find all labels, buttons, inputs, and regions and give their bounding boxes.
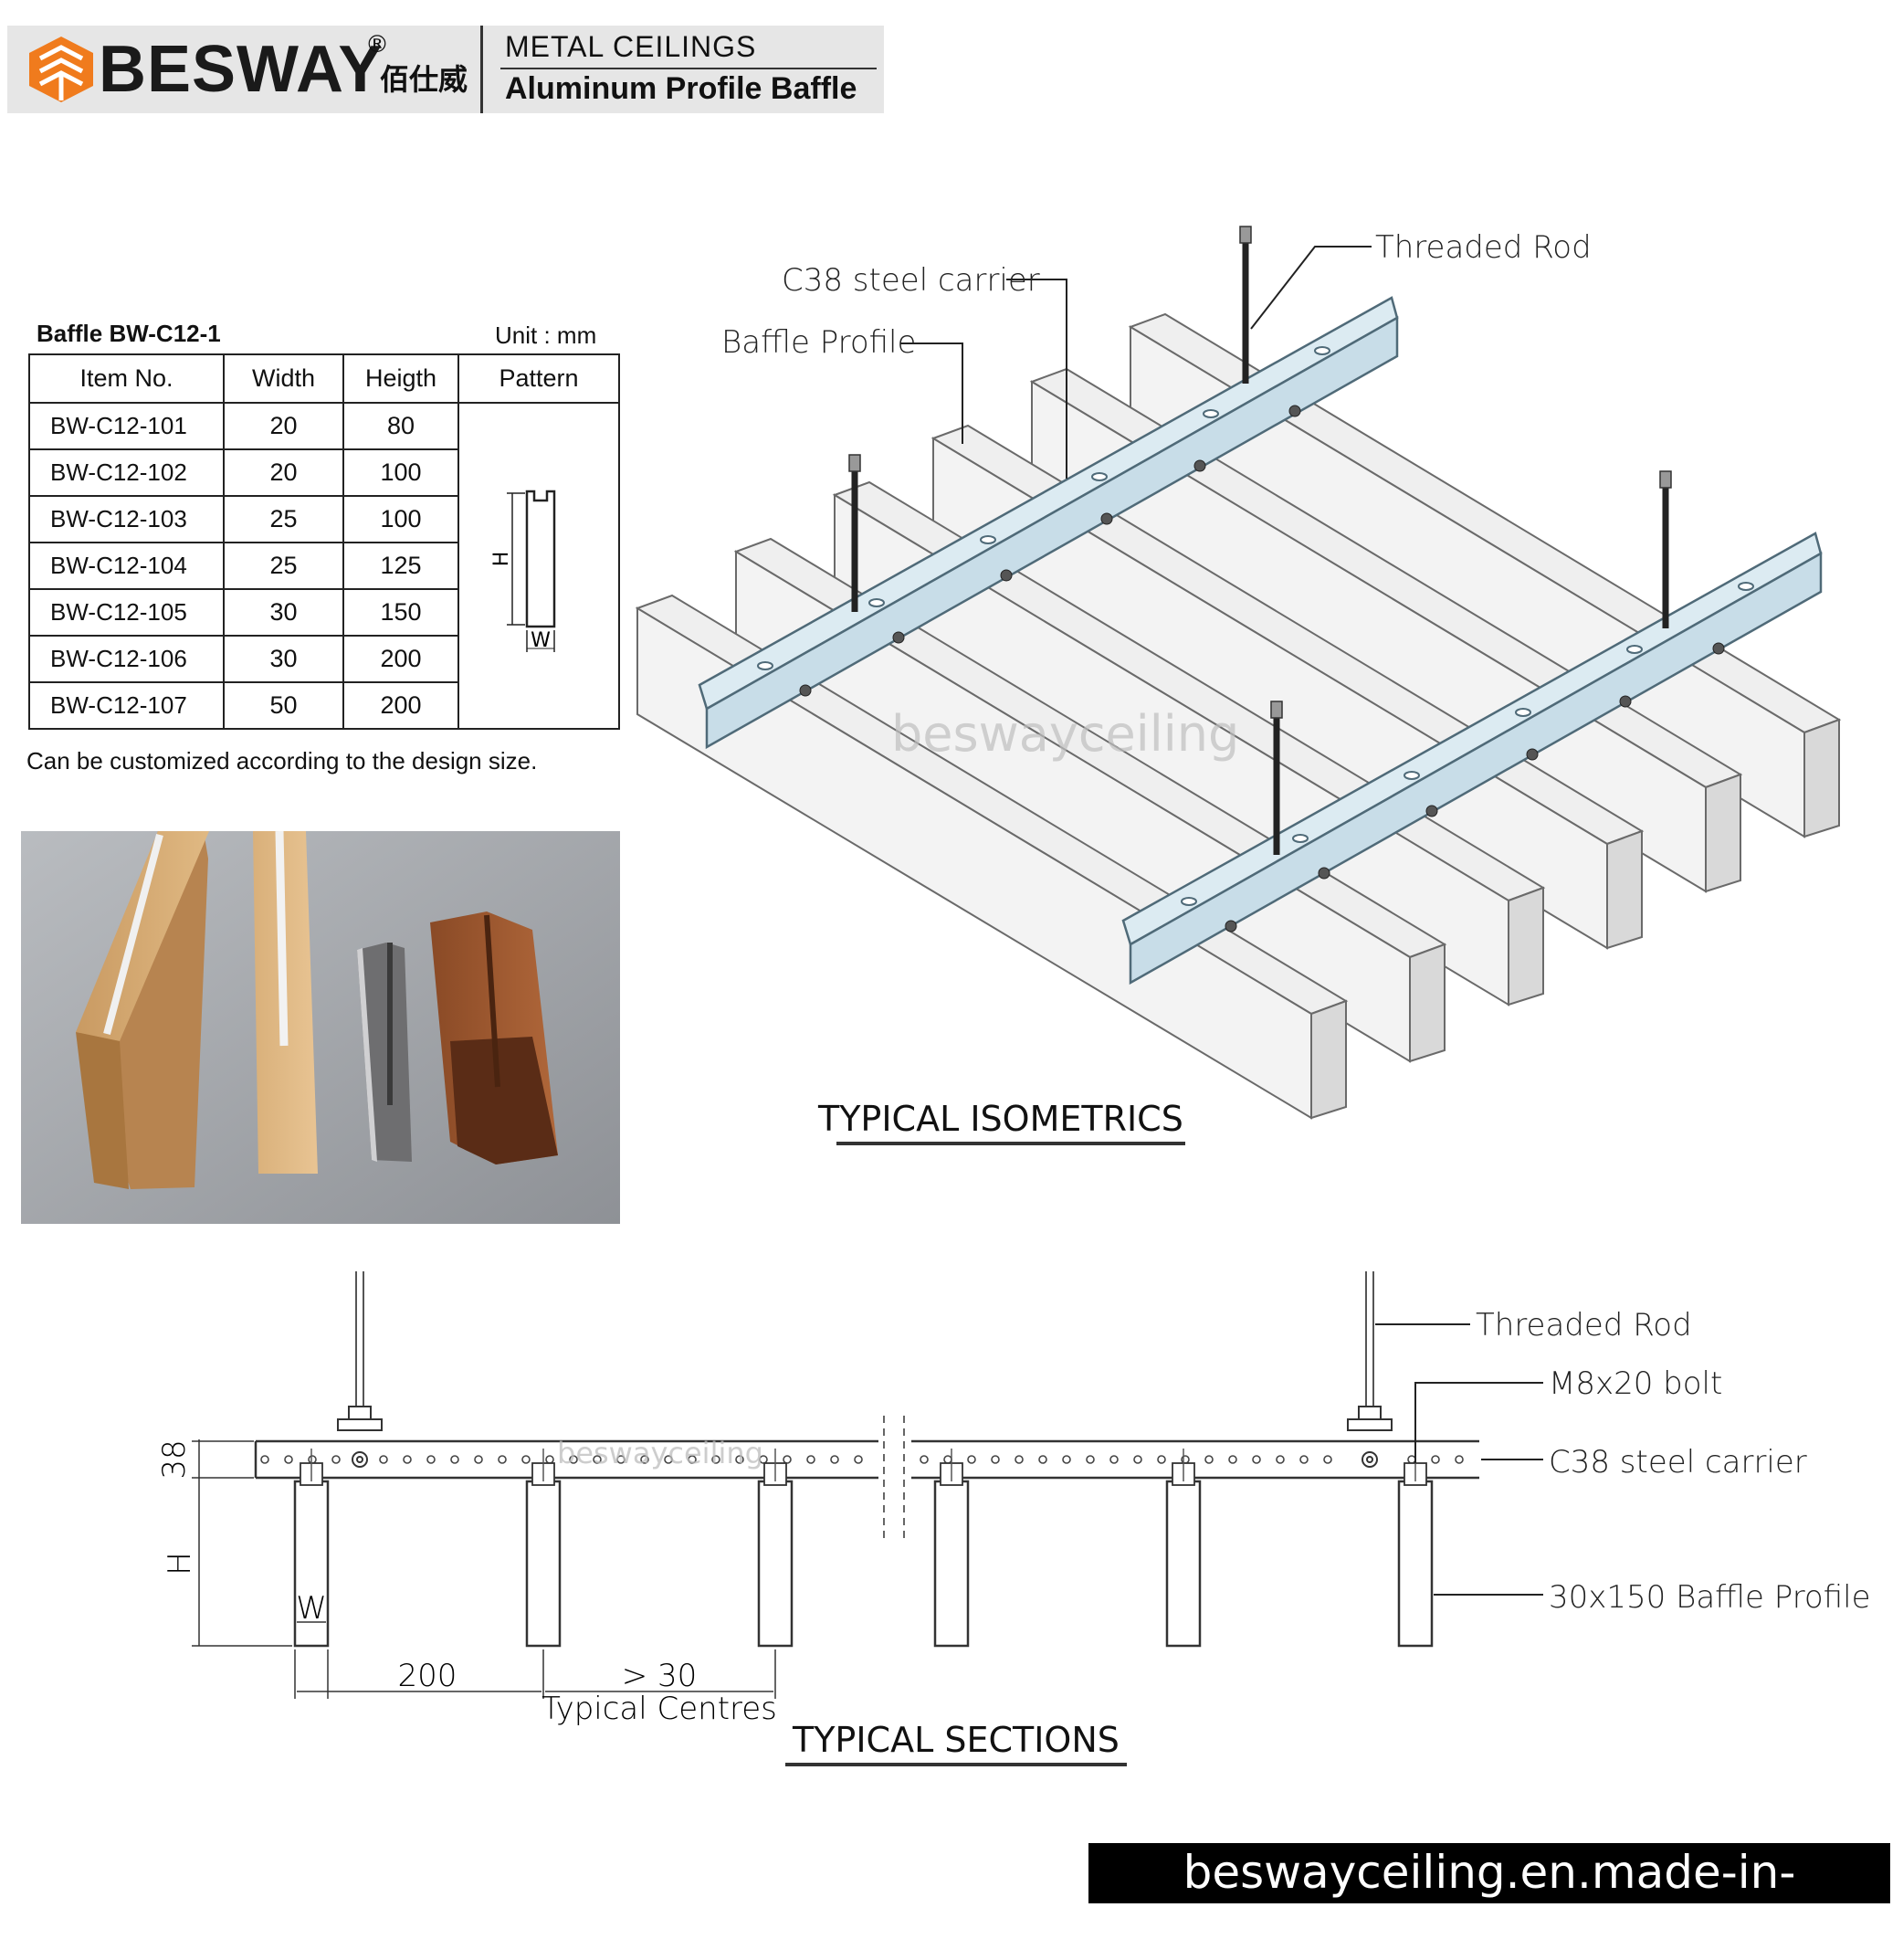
footer-website: beswayceiling.en.made-in-china.com [1183, 1846, 1796, 1957]
width-cell: 30 [223, 588, 344, 637]
height-cell: 125 [342, 542, 459, 590]
pattern-h-label: H [490, 552, 513, 567]
table-unit: Unit : mm [495, 321, 597, 349]
registered-mark: ® [365, 31, 389, 58]
footer-banner: beswayceiling.en.made-in-china.com [1088, 1843, 1890, 1957]
item-cell: BW-C12-101 [28, 402, 225, 450]
height-cell: 200 [342, 635, 459, 683]
pattern-cell: H W [457, 402, 620, 730]
section-heading: TYPICAL SECTIONS [792, 1720, 1120, 1760]
height-cell: 100 [342, 495, 459, 543]
item-cell: BW-C12-107 [28, 681, 225, 730]
width-cell: 25 [223, 542, 344, 590]
carrier-label: C38 steel carrier [782, 262, 1040, 299]
dimension-200-label: 200 [398, 1658, 457, 1694]
spec-table: Item No. Width Heigth Pattern BW-C12-101… [28, 353, 620, 730]
item-cell: BW-C12-104 [28, 542, 225, 590]
width-cell: 20 [223, 448, 344, 497]
bolt-label: M8x20 bolt [1549, 1365, 1722, 1402]
table-row: BW-C12-106 30 200 [28, 635, 619, 683]
item-cell: BW-C12-103 [28, 495, 225, 543]
besway-logo-icon [29, 37, 93, 102]
table-caption: Baffle BW-C12-1 [37, 320, 221, 347]
width-cell: 30 [223, 635, 344, 683]
dimension-h-label: H [162, 1552, 198, 1575]
brand-name: BESWAY [99, 33, 384, 106]
table-row: BW-C12-105 30 150 [28, 588, 619, 637]
carrier-label: C38 steel carrier [1549, 1444, 1807, 1481]
typical-isometric-drawing: beswayceiling Threaded Rod C38 steel car… [635, 226, 1842, 1145]
header-banner: BESWAY ® 佰仕威 METAL CEILINGS Aluminum Pro… [7, 26, 884, 113]
dimension-38-label: 38 [156, 1439, 193, 1479]
baffle-section [293, 1480, 1434, 1648]
column-header: Width [223, 353, 344, 404]
item-cell: BW-C12-105 [28, 588, 225, 637]
product-sample-photo [21, 831, 620, 1224]
table-note: Can be customized according to the desig… [26, 747, 538, 775]
column-header: Item No. [28, 353, 225, 404]
width-cell: 50 [223, 681, 344, 730]
typical-centres-label: Typical Centres [541, 1691, 777, 1727]
height-cell: 150 [342, 588, 459, 637]
height-cell: 100 [342, 448, 459, 497]
threaded-rod-label: Threaded Rod [1375, 229, 1592, 266]
height-cell: 80 [342, 402, 459, 450]
width-cell: 25 [223, 495, 344, 543]
brand-name-cn: 佰仕威 [380, 62, 468, 97]
header-rule [500, 68, 877, 69]
baffle-profile-label: 30x150 Baffle Profile [1549, 1579, 1871, 1616]
item-cell: BW-C12-102 [28, 448, 225, 497]
watermark: beswayceiling [891, 705, 1239, 763]
column-header: Pattern [457, 353, 620, 404]
watermark: beswayceiling [557, 1436, 763, 1470]
threaded-rod-label: Threaded Rod [1476, 1307, 1692, 1344]
table-header-row: Item No. Width Heigth Pattern [28, 353, 620, 404]
width-cell: 20 [223, 402, 344, 450]
c38-carrier-section [254, 1439, 1479, 1480]
item-cell: BW-C12-106 [28, 635, 225, 683]
height-cell: 200 [342, 681, 459, 730]
isometric-heading: TYPICAL ISOMETRICS [817, 1099, 1183, 1139]
typical-section-drawing: beswayceiling 38 H W 200 > 30 Typical Ce… [156, 1271, 1871, 1766]
profile-pattern-diagram: H W [490, 490, 556, 652]
column-header: Heigth [342, 353, 459, 404]
table-row: BW-C12-101 20 80 H W [28, 402, 620, 730]
baffle-profile-label: Baffle Profile [721, 324, 916, 361]
category-title: METAL CEILINGS [505, 30, 757, 63]
header-divider [480, 26, 483, 113]
product-title: Aluminum Profile Baffle [505, 71, 857, 106]
table-row: BW-C12-107 50 200 [28, 681, 619, 730]
table-row: BW-C12-103 25 100 [28, 495, 619, 543]
dimension-spacing-label: > 30 [622, 1658, 698, 1694]
table-row: BW-C12-104 25 125 [28, 542, 619, 590]
table-row: BW-C12-102 20 100 [28, 448, 619, 497]
threaded-rod [851, 230, 1669, 855]
dimension-w-label: W [296, 1590, 327, 1627]
pattern-w-label: W [531, 629, 551, 652]
